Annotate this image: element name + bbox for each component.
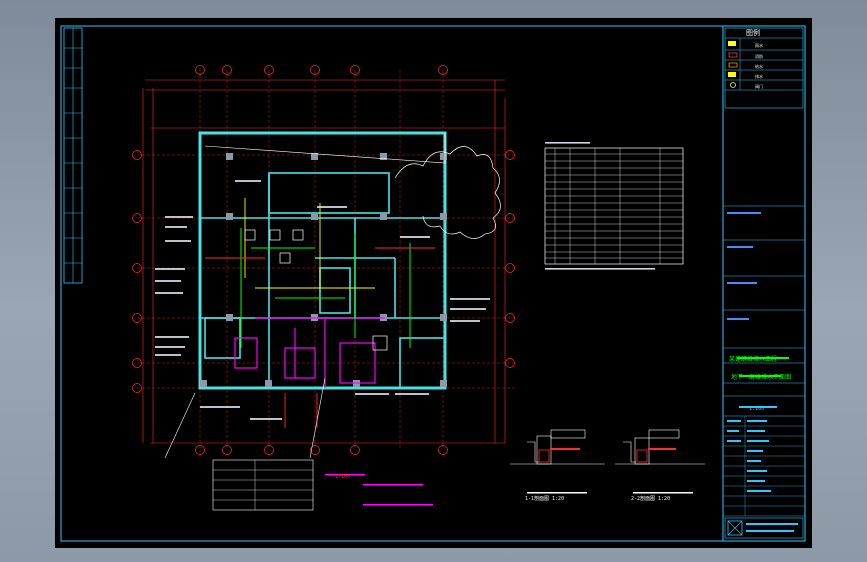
planting-outline <box>394 146 501 239</box>
plan-scale: 1:100 <box>335 474 350 480</box>
legend-item-text: 消防 <box>755 53 763 59</box>
binding-strip <box>63 27 83 284</box>
detail-2-label: 2-2剖面图 1:20 <box>631 495 670 502</box>
detail-1: 1-1剖面图 1:20 <box>510 429 605 502</box>
title-block <box>722 26 805 541</box>
drawing-name: 地下一层给排水平面图 <box>731 373 791 381</box>
detail-1-label: 1-1剖面图 1:20 <box>525 495 564 502</box>
title-scale: 1:100 <box>749 406 764 412</box>
drawing-border <box>60 25 806 542</box>
equipment-schedule <box>544 142 684 270</box>
legend-item-text: 雨水 <box>755 42 763 48</box>
project-name: 某建筑给排水工程 <box>729 355 777 363</box>
legend-title: 图例 <box>746 28 760 37</box>
cad-viewport[interactable]: 图例 雨水 消防 给水 排水 阀门 某建筑给排水工程 地下一层给排水平面图 1:… <box>55 18 812 548</box>
cad-drawing: 图例 雨水 消防 给水 排水 阀门 某建筑给排水工程 地下一层给排水平面图 1:… <box>60 25 806 542</box>
floor-plan: 1:100 <box>132 65 515 511</box>
legend-item-text: 排水 <box>755 73 763 79</box>
legend-item-text: 给水 <box>755 63 763 69</box>
detail-2: 2-2剖面图 1:20 <box>615 429 705 502</box>
legend-item-text: 阀门 <box>755 83 763 89</box>
notes-table: 1:100 <box>212 459 433 511</box>
